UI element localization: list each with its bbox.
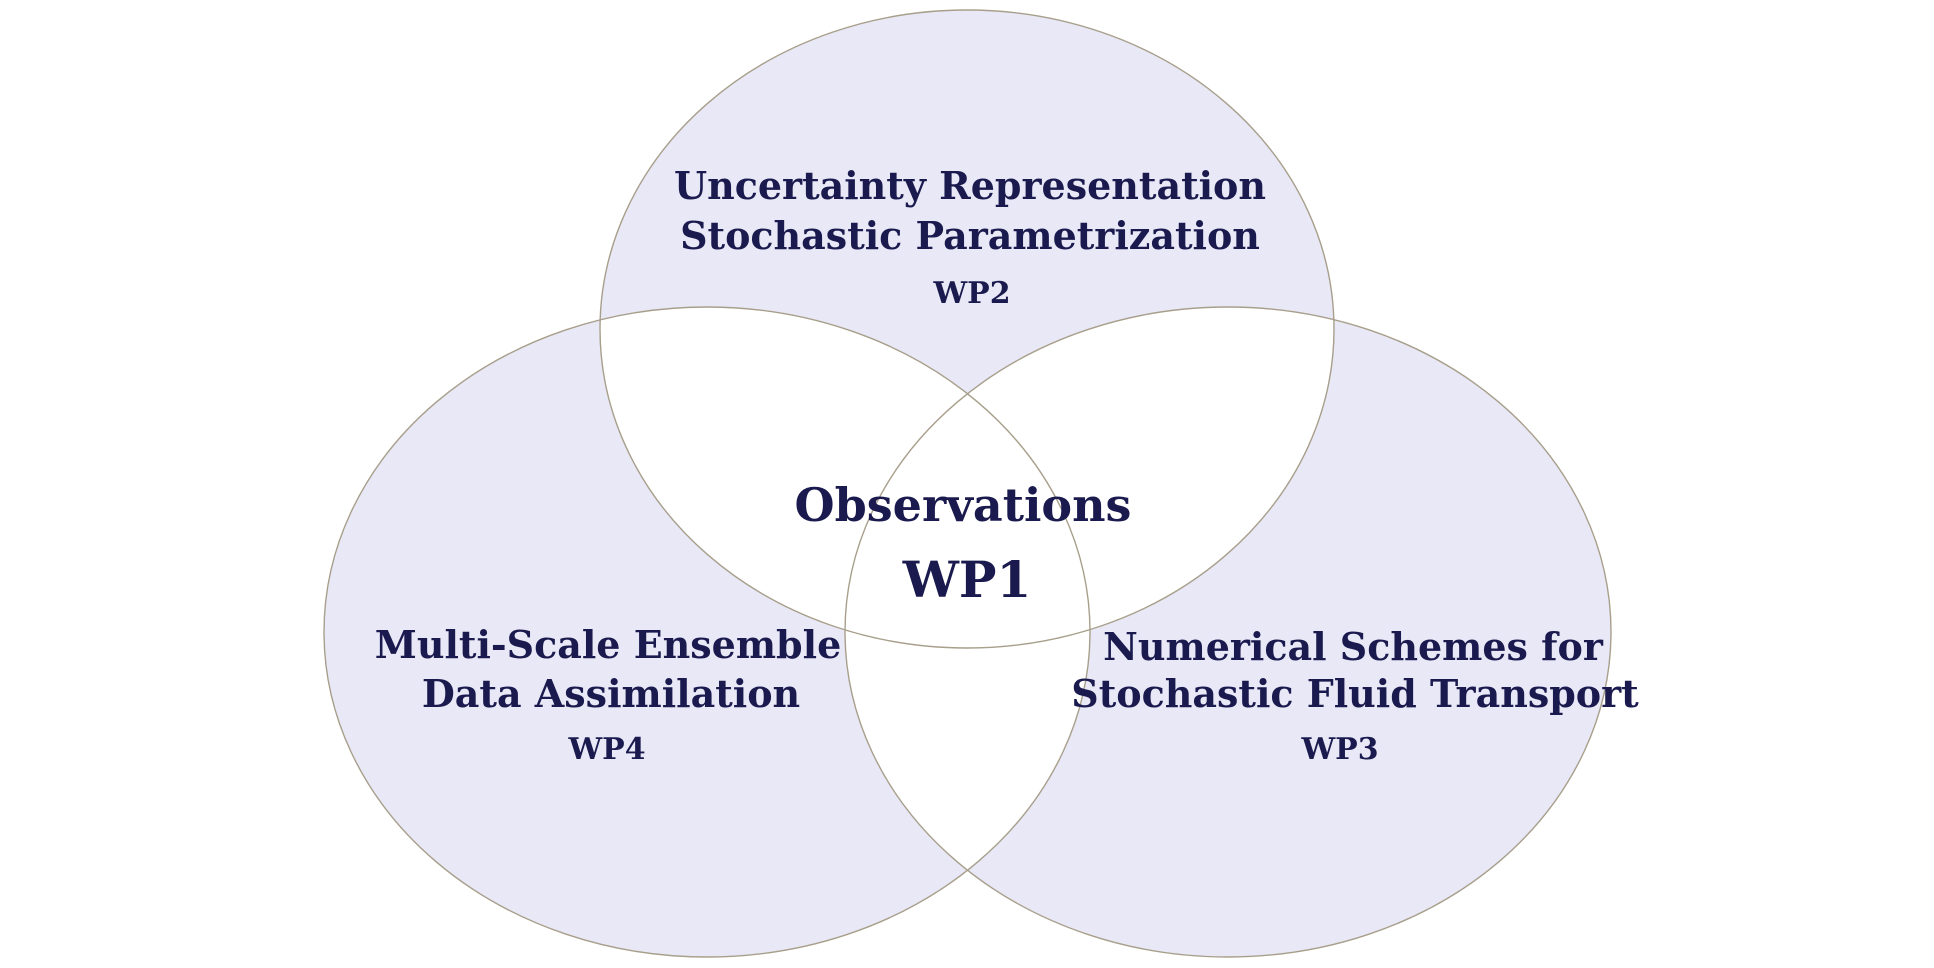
center-label-title: Observations xyxy=(794,478,1132,532)
left-set-label-line1: Multi-Scale Ensemble xyxy=(374,622,842,667)
top-set-code: WP2 xyxy=(933,276,1011,311)
right-set-label-line1: Numerical Schemes for xyxy=(1103,624,1603,669)
top-set-label-line1: Uncertainty Representation xyxy=(673,163,1267,208)
venn-set-left-outline xyxy=(323,306,1091,958)
left-set-code: WP4 xyxy=(568,732,646,767)
center-label-code: WP1 xyxy=(902,550,1032,609)
venn-set-right-outline xyxy=(844,306,1612,958)
right-set-code: WP3 xyxy=(1301,732,1379,767)
right-set-label-line2: Stochastic Fluid Transport xyxy=(1071,671,1639,716)
venn-set-top-outline xyxy=(599,9,1335,649)
left-set-label-line2: Data Assimilation xyxy=(421,671,801,716)
venn-overlap-left-right xyxy=(845,307,1090,957)
top-set-label-line2: Stochastic Parametrization xyxy=(680,213,1260,258)
